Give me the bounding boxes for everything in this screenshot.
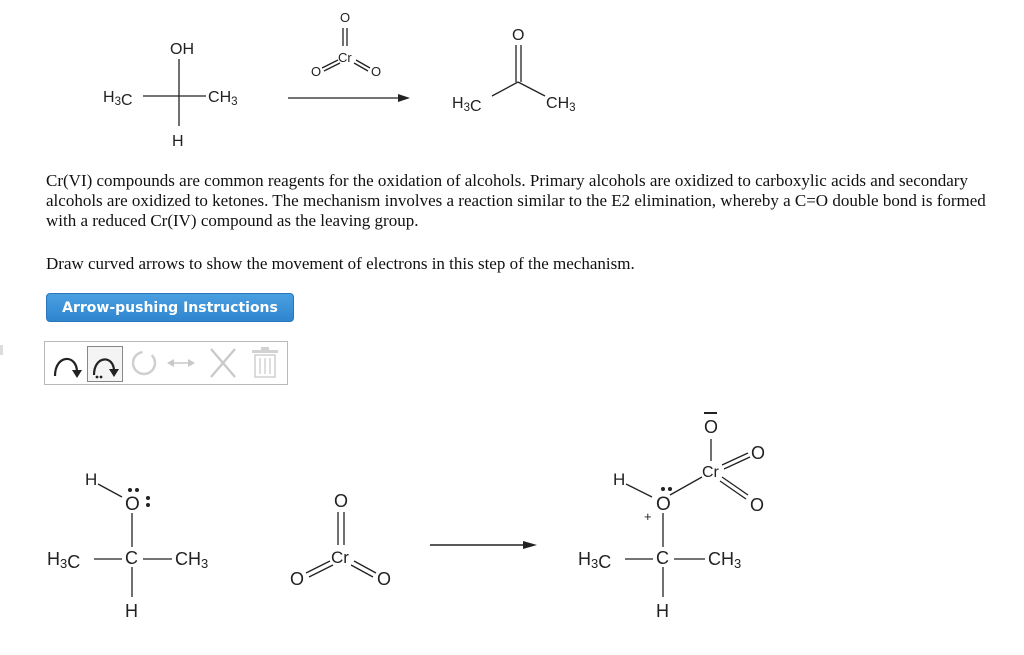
mech-product-plus-charge: + xyxy=(644,509,652,524)
reagent-right-bond-b xyxy=(353,62,369,72)
mech-product-cr-o-double-d xyxy=(719,480,747,500)
mech-product-cr-o-double-b xyxy=(723,456,751,470)
mech-reagent-o-right: O xyxy=(377,569,391,589)
mech-product-o-right-top: O xyxy=(751,443,765,463)
top-reaction-scheme: OH H3C CH3 H O Cr O O O H3C CH3 xyxy=(103,10,576,150)
mech-product-c: C xyxy=(656,548,669,568)
single-curved-arrow-icon[interactable] xyxy=(87,346,123,382)
left-edge-marker xyxy=(0,345,3,355)
mechanism-reactant: H O C H3C CH3 H xyxy=(47,470,208,621)
mech-reagent-left-a xyxy=(305,560,331,574)
reagent-o-left: O xyxy=(311,64,321,79)
mech-product-o: O xyxy=(656,494,671,515)
reactant-h-label: H xyxy=(172,133,184,150)
top-reagent-cro3: O Cr O O xyxy=(311,10,381,79)
mech-reagent-left-b xyxy=(308,564,334,578)
mech-product-ch3: CH3 xyxy=(708,549,741,571)
double-curved-arrow-icon[interactable] xyxy=(49,346,85,380)
mech-reagent-o-top: O xyxy=(334,491,348,511)
mech-reagent-o-left: O xyxy=(290,569,304,589)
mech-product-h-bottom: H xyxy=(656,601,669,621)
arrow-pushing-instructions-button[interactable]: Arrow-pushing Instructions xyxy=(46,293,294,322)
mech-reagent-cr: Cr xyxy=(331,548,349,567)
mechanism-reaction-arrow xyxy=(430,541,537,549)
top-reactant: OH H3C CH3 H xyxy=(103,41,238,150)
trash-icon[interactable] xyxy=(247,346,283,380)
mech-reactant-h3c: H3C xyxy=(47,549,80,572)
circle-select-icon[interactable] xyxy=(127,346,161,380)
delete-x-icon[interactable] xyxy=(205,346,241,380)
arrow-toolbar xyxy=(44,341,288,385)
product-h3c-label: H3C xyxy=(452,95,482,115)
product-right-bond xyxy=(517,81,546,97)
mech-reagent-right-a xyxy=(353,560,377,574)
reactant-oh-label: OH xyxy=(170,41,194,58)
mech-reactant-c: C xyxy=(125,548,138,568)
reagent-cr: Cr xyxy=(338,50,352,65)
reagent-o-top: O xyxy=(340,10,350,25)
mech-product-o-cr-bond xyxy=(669,476,703,496)
reactant-ch3-label: CH3 xyxy=(208,89,238,108)
resonance-arrow-icon[interactable] xyxy=(163,346,199,380)
mech-product-oh-bond xyxy=(625,483,653,498)
mech-product-cr-o-double-c xyxy=(721,476,749,496)
top-product-acetone: O H3C CH3 xyxy=(452,27,576,115)
mech-product-o-right-bottom: O xyxy=(750,495,764,515)
lone-pair-dot xyxy=(128,488,132,492)
lone-pair-dot xyxy=(146,496,150,500)
lone-pair-dot xyxy=(668,487,672,491)
mechanism-reagent-cro3: O Cr O O xyxy=(290,491,391,589)
mech-product-h-on-o: H xyxy=(613,470,625,489)
mech-reactant-h-bottom: H xyxy=(125,601,138,621)
mechanism-canvas[interactable]: H O C H3C CH3 H O Cr O O H O xyxy=(0,395,1024,655)
mech-reactant-oh-bond xyxy=(97,483,123,498)
product-left-bond xyxy=(491,81,519,97)
product-o-label: O xyxy=(512,27,524,44)
prompt-text: Draw curved arrows to show the movement … xyxy=(46,254,635,273)
mech-product-cr-o-double-a xyxy=(721,452,749,466)
lone-pair-dot xyxy=(135,488,139,492)
mechanism-product: H O + Cr O O O C H3C CH3 H xyxy=(578,412,765,621)
lone-pair-dot xyxy=(661,487,665,491)
reagent-o-right: O xyxy=(371,64,381,79)
mech-reactant-o: O xyxy=(125,494,140,515)
mech-product-h3c: H3C xyxy=(578,549,611,572)
mech-reactant-h-on-o: H xyxy=(85,470,97,489)
reactant-h3c-label: H3C xyxy=(103,89,133,109)
top-reaction-arrow xyxy=(288,94,410,102)
mech-reactant-ch3: CH3 xyxy=(175,549,208,571)
description-text: Cr(VI) compounds are common reagents for… xyxy=(46,171,986,230)
reagent-left-bond-b xyxy=(323,62,341,72)
mech-product-o-top: O xyxy=(704,417,718,437)
mech-reagent-right-b xyxy=(350,564,374,578)
reagent-right-bond-a xyxy=(355,59,371,69)
mech-product-cr: Cr xyxy=(702,464,720,481)
product-ch3-label: CH3 xyxy=(546,95,576,114)
reagent-left-bond-a xyxy=(321,59,339,69)
lone-pair-dot xyxy=(146,503,150,507)
